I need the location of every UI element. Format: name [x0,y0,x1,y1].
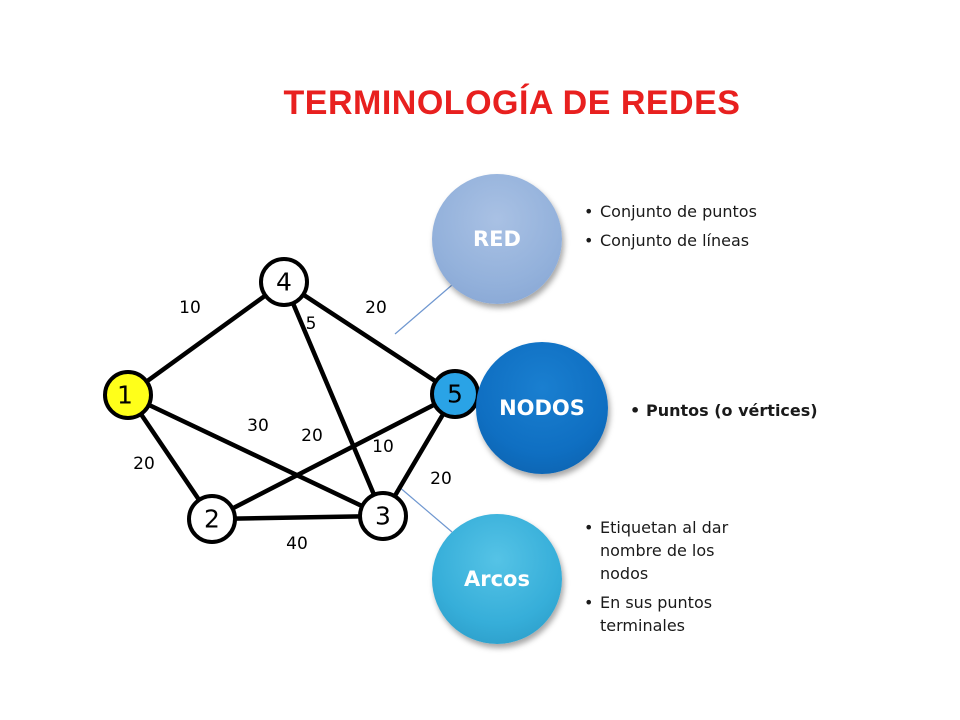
edge-1-4 [125,279,287,398]
node-5-label: 5 [447,380,463,409]
weight-1-3: 30 [247,416,269,436]
node-3-label: 3 [375,502,391,531]
concept-red-bubble: RED [432,174,562,304]
concept-red-item-1: Conjunto de puntos [582,200,772,223]
concept-nodos-item-1: Puntos (o vértices) [628,399,858,422]
edge-4-3 [281,279,386,519]
concept-arcos-bubble: Arcos [432,514,562,644]
node-1-label: 1 [117,381,133,410]
weight-5-3: 20 [430,469,452,489]
concept-nodos-bubble: NODOS [476,342,608,474]
connector-arcos [397,485,453,533]
node-3: 3 [358,491,408,541]
edge-2-3 [209,513,386,522]
weight-2-3: 40 [286,534,308,554]
concept-arcos-item-1: Etiquetan al dar nombre de los nodos [582,516,762,585]
node-1: 1 [103,370,153,420]
node-4-circle [259,257,309,307]
connector-red [394,284,453,335]
concept-arcos-item-2: En sus puntos terminales [582,591,762,637]
edge-2-5 [209,391,458,522]
edge-1-3 [125,392,386,519]
node-2: 2 [187,494,237,544]
concept-arcos-label: Arcos [464,567,530,591]
concept-red-item-2: Conjunto de líneas [582,229,772,252]
concept-red-list: Conjunto de puntos Conjunto de líneas [582,200,772,258]
node-2-label: 2 [204,505,220,534]
weight-4-5: 20 [365,298,387,318]
node-4-label: 4 [276,268,292,297]
weight-2-5: 20 [301,426,323,446]
concept-nodos-list: Puntos (o vértices) [628,399,858,428]
node-3-circle [358,491,408,541]
edge-4-5 [281,279,458,397]
node-4: 4 [259,257,309,307]
node-2-circle [187,494,237,544]
concept-arcos-list: Etiquetan al dar nombre de los nodos En … [582,516,762,643]
node-1-circle [103,370,153,420]
concept-nodos-label: NODOS [499,396,585,420]
page-title: TERMINOLOGÍA DE REDES [283,84,741,122]
weight-extra: 10 [372,437,394,457]
weight-4-3: 5 [306,314,317,334]
weight-1-4: 10 [179,298,201,318]
concept-red-label: RED [473,227,521,251]
weight-1-2: 20 [133,454,155,474]
node-5: 5 [430,369,480,419]
